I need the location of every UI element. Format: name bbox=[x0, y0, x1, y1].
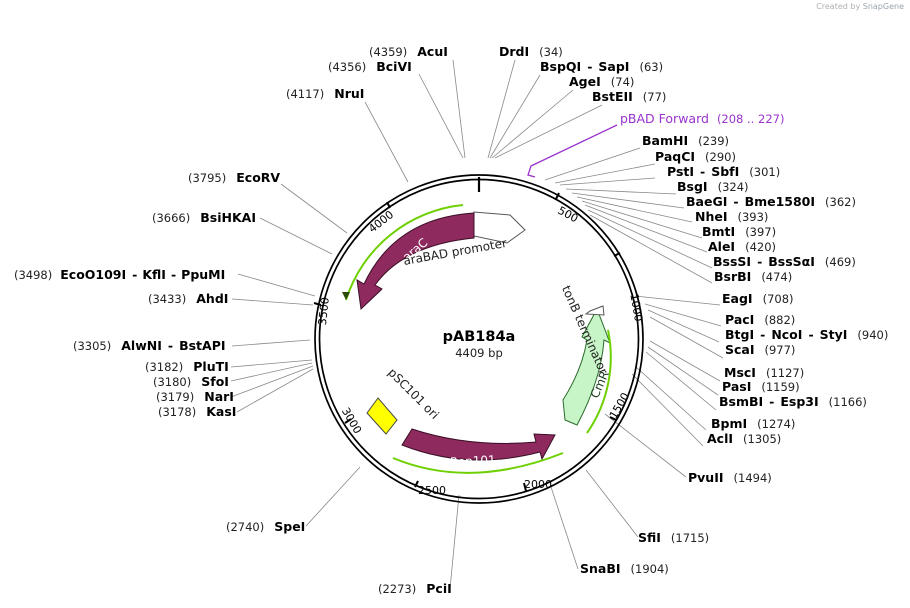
site-btgi: BtgI-NcoI-StyI(940) bbox=[725, 327, 888, 342]
site-kasi: (3178)KasI bbox=[158, 404, 236, 419]
psc101-ori-box bbox=[366, 397, 398, 435]
cmr-orf bbox=[586, 329, 612, 434]
site-nrui: (4117)NruI bbox=[286, 86, 364, 101]
site-bsssi: BssSI-BssSαI(469) bbox=[713, 254, 856, 269]
site-pluti: (3182)PluTI bbox=[145, 359, 229, 374]
site-bmti: BmtI(397) bbox=[702, 224, 776, 239]
site-paqci: PaqCI(290) bbox=[655, 149, 736, 164]
primer-marker bbox=[527, 124, 618, 178]
site-spei: (2740)SpeI bbox=[226, 519, 305, 534]
arac-orf-arrowhead bbox=[342, 292, 350, 300]
site-bspqi: BspQI-SapI(63) bbox=[540, 59, 663, 74]
site-ecoo109i: (3498)EcoO109I-KflI-PpuMI bbox=[14, 267, 225, 282]
site-sfii: SfiI(1715) bbox=[638, 530, 709, 545]
site-nhei: NheI(393) bbox=[695, 209, 768, 224]
site-ahdi: (3433)AhdI bbox=[148, 291, 228, 306]
site-sfoi: (3180)SfoI bbox=[153, 374, 229, 389]
site-scai: ScaI(977) bbox=[725, 342, 795, 357]
site-bsteii: BstEII(77) bbox=[592, 89, 666, 104]
snapgene-credit: Created by SnapGene bbox=[816, 2, 904, 11]
site-bsmbi: BsmBI-Esp3I(1166) bbox=[719, 394, 867, 409]
site-drdi: DrdI(34) bbox=[499, 44, 563, 59]
rep101-arrow bbox=[401, 428, 556, 461]
site-bamhi: BamHI(239) bbox=[642, 133, 729, 148]
site-baegi: BaeGI-Bme1580I(362) bbox=[686, 194, 856, 209]
tick-marks bbox=[313, 192, 621, 492]
cmr-arrow bbox=[562, 307, 611, 426]
backbone-outer bbox=[314, 174, 644, 504]
leader-lines bbox=[230, 59, 724, 590]
site-nari: (3179)NarI bbox=[156, 389, 234, 404]
site-pcii: (2273)PciI bbox=[378, 581, 452, 596]
restriction-sites: (4359)AcuI (4356)BciVI DrdI(34) BspQI-Sa… bbox=[14, 44, 888, 596]
tick-2000: 2000 bbox=[524, 478, 552, 491]
arac-arrow bbox=[356, 212, 475, 311]
site-ecorv: (3795)EcoRV bbox=[188, 170, 280, 185]
tick-3500: 3500 bbox=[316, 297, 332, 326]
primer-label: pBAD Forward(208 .. 227) bbox=[620, 111, 784, 126]
rep101-orf bbox=[392, 452, 564, 474]
site-bpmi: BpmI(1274) bbox=[711, 416, 795, 431]
site-pvuii: PvuII(1494) bbox=[688, 470, 772, 485]
site-agei: AgeI(74) bbox=[569, 74, 634, 89]
site-acui: (4359)AcuI bbox=[369, 44, 448, 59]
psc101-ori-label: pSC101 ori bbox=[385, 365, 442, 422]
site-acli: AclI(1305) bbox=[707, 431, 781, 446]
site-pasi: PasI(1159) bbox=[722, 379, 800, 394]
plasmid-size: 4409 bp bbox=[455, 346, 503, 360]
site-bsgi: BsgI(324) bbox=[677, 179, 749, 194]
site-snabi: SnaBI(1904) bbox=[580, 561, 669, 576]
arac-orf bbox=[345, 204, 464, 301]
tick-2500: 2500 bbox=[418, 484, 446, 497]
site-bcivi: (4356)BciVI bbox=[328, 59, 412, 74]
site-msci: MscI(1127) bbox=[724, 365, 804, 380]
site-paci: PacI(882) bbox=[725, 312, 795, 327]
site-bsrbi: BsrBI(474) bbox=[714, 269, 792, 284]
plasmid-name: pAB184a bbox=[443, 329, 516, 345]
site-alwni: (3305)AlwNI-BstAPI bbox=[73, 338, 226, 353]
site-psti: PstI-SbfI(301) bbox=[667, 164, 780, 179]
rep101-label: Rep101 bbox=[450, 453, 496, 469]
site-bsihkai: (3666)BsiHKAI bbox=[152, 210, 256, 225]
tonb-terminator-arrow bbox=[584, 305, 605, 316]
snapgene-brand: SnapGene bbox=[862, 2, 904, 11]
tick-1000: 1000 bbox=[627, 293, 645, 323]
site-eagi: EagI(708) bbox=[722, 291, 794, 306]
site-alei: AleI(420) bbox=[708, 239, 776, 254]
